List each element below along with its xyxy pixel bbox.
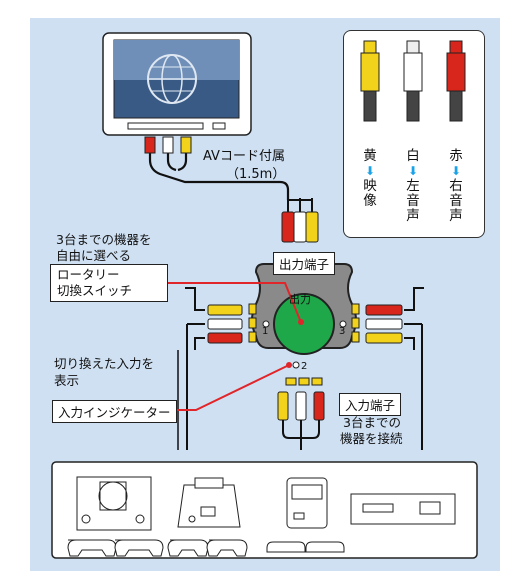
- switched-input-line1: 切り換えた入力を: [54, 356, 155, 371]
- legend-white-column: 白 ⬇ 左音声: [404, 149, 422, 224]
- rotary-switch-label-line2: 切換スイッチ: [57, 283, 133, 298]
- rca-plug-icon: [360, 40, 466, 122]
- down-arrow-icon: ⬇: [364, 164, 376, 178]
- legend-red-column: 赤 ⬇ 右音声: [447, 149, 465, 224]
- game-console-icon: [76, 476, 152, 531]
- down-arrow-icon: ⬇: [407, 164, 419, 178]
- connect-devices-line1: 3台までの: [343, 415, 401, 430]
- controller-icon: [67, 539, 345, 557]
- legend-signal-label: 右音声: [449, 178, 463, 224]
- legend-color-label: 白: [406, 148, 420, 164]
- output-terminal-label: 出力端子: [273, 252, 336, 275]
- cable-length: （1.5m）: [226, 167, 286, 182]
- switch-input-3: 3: [339, 326, 346, 337]
- switch-input-2: 2: [301, 361, 308, 372]
- handheld-console-icon: [177, 477, 241, 528]
- legend-signal-label: 映像: [363, 178, 377, 209]
- cable-label: AVコード付属: [203, 149, 285, 164]
- switch-box: [248, 260, 360, 386]
- bottom-rca-plugs: [277, 391, 325, 450]
- rotary-switch-label-line1: ロータリー: [57, 267, 120, 282]
- legend-color-label: 赤: [449, 148, 463, 164]
- legend-color-label: 黄: [363, 148, 377, 164]
- switch-output-label: 出力: [289, 293, 311, 306]
- legend-yellow-column: 黄 ⬇ 映像: [361, 149, 379, 209]
- input-indicator-label: 入力インジケーター: [52, 400, 177, 423]
- legend-signal-label: 左音声: [406, 178, 420, 224]
- left-rca-plugs: [185, 287, 243, 450]
- switched-input-line2: 表示: [54, 373, 80, 388]
- input-terminal-label: 入力端子: [339, 393, 402, 416]
- rotary-switch-label: ロータリー 切換スイッチ: [50, 264, 168, 302]
- down-arrow-icon: ⬇: [450, 164, 462, 178]
- av-deck-icon: [350, 493, 456, 525]
- connect-devices-line2: 機器を接続: [340, 431, 403, 446]
- select-devices-line2: 自由に選べる: [56, 248, 132, 263]
- retro-console-icon: [286, 477, 328, 529]
- device-tray: [51, 461, 478, 559]
- select-devices-line1: 3台までの機器を: [56, 232, 152, 247]
- switch-input-1: 1: [262, 326, 269, 337]
- tv-icon: [102, 32, 252, 136]
- right-rca-plugs: [365, 287, 424, 450]
- tv-rca-plugs: [144, 136, 290, 200]
- plug-color-legend: 黄 ⬇ 映像 白 ⬇ 左音声 赤 ⬇ 右音声: [343, 30, 485, 238]
